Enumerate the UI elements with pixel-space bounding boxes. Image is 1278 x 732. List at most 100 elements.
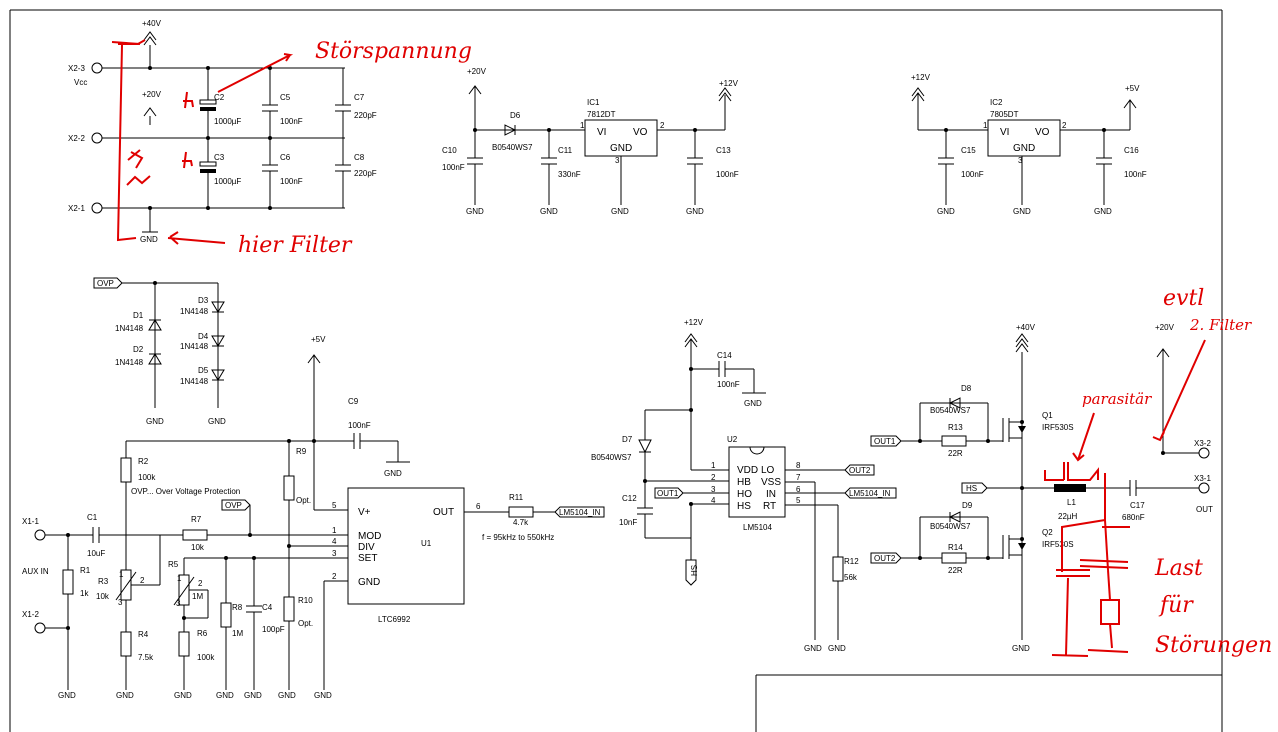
d4-name: D4 bbox=[198, 332, 209, 341]
r3-pin3: 3 bbox=[118, 598, 123, 607]
u1-name: U1 bbox=[421, 539, 432, 548]
u2-ho: HO bbox=[737, 489, 752, 500]
r11-name: R11 bbox=[509, 493, 524, 502]
r1-name: R1 bbox=[80, 566, 91, 575]
d8-value: B0540WS7 bbox=[930, 406, 971, 415]
gnd-input: GND bbox=[140, 235, 158, 244]
d6-name: D6 bbox=[510, 111, 521, 120]
ovp-tag-2: OVP bbox=[225, 501, 242, 510]
gnd-c13: GND bbox=[686, 207, 704, 216]
c17-value: 680nF bbox=[1122, 513, 1145, 522]
r8-name: R8 bbox=[232, 603, 243, 612]
c7-value: 220pF bbox=[354, 111, 377, 120]
c11-value: 330nF bbox=[558, 170, 581, 179]
r1-value: 1k bbox=[80, 589, 89, 598]
out1-tag-driver: OUT1 bbox=[657, 489, 679, 498]
connector-x2-2 bbox=[91, 132, 103, 144]
r3-pin2: 2 bbox=[140, 576, 145, 585]
u1-mod: MOD bbox=[358, 531, 381, 542]
rail-12v-reg1: +12V bbox=[719, 79, 739, 88]
u1-out: OUT bbox=[433, 507, 454, 518]
net-lm5104-in-driver: LM5104_IN bbox=[849, 489, 891, 498]
net-lm5104-in-out: LM5104_IN bbox=[559, 508, 601, 517]
gnd-r8: GND bbox=[216, 691, 234, 700]
gnd-c16: GND bbox=[1094, 207, 1112, 216]
regulator-5v-section: +12V C15 100nF GND IC2 7805DT VI VO GND … bbox=[911, 73, 1147, 216]
note-stoerspannung: Störspannung bbox=[315, 39, 472, 64]
note-2-filter: 2. Filter bbox=[1189, 316, 1252, 334]
note-fuer: für bbox=[1158, 593, 1194, 618]
d6-value: B0540WS7 bbox=[492, 143, 533, 152]
gnd-c14: GND bbox=[744, 399, 762, 408]
q1-name: Q1 bbox=[1042, 411, 1053, 420]
d1-name: D1 bbox=[133, 311, 144, 320]
r5-pin3: 3 bbox=[176, 599, 181, 608]
d8-name: D8 bbox=[961, 384, 972, 393]
gnd-r10: GND bbox=[278, 691, 296, 700]
ic2-pin1: 1 bbox=[983, 121, 988, 130]
label-x3-2: X3-2 bbox=[1194, 439, 1211, 448]
u2-rt: RT bbox=[763, 501, 776, 512]
gnd-r4: GND bbox=[116, 691, 134, 700]
ic1-pin3: 3 bbox=[615, 156, 620, 165]
r9-value: Opt. bbox=[296, 496, 311, 505]
c15-value: 100nF bbox=[961, 170, 984, 179]
bridge-section: +40V GND Q1 IRF530S OUT1 R13 22R D8 B054… bbox=[870, 323, 1213, 653]
r11-value: 4.7k bbox=[513, 518, 529, 527]
u1-pin2: 2 bbox=[332, 572, 337, 581]
gnd-c9: GND bbox=[384, 469, 402, 478]
u2-pin5: 5 bbox=[796, 496, 801, 505]
c17-name: C17 bbox=[1130, 501, 1145, 510]
gnd-vss: GND bbox=[804, 644, 822, 653]
c10-value: 100nF bbox=[442, 163, 465, 172]
rail-20v-mid: +20V bbox=[142, 90, 162, 99]
r2-value: 100k bbox=[138, 473, 156, 482]
gnd-c10: GND bbox=[466, 207, 484, 216]
r5-pin1: 1 bbox=[177, 574, 182, 583]
ic1-name: IC1 bbox=[587, 98, 600, 107]
c12-name: C12 bbox=[622, 494, 637, 503]
u1-pin5: 5 bbox=[332, 501, 337, 510]
gnd-c15: GND bbox=[937, 207, 955, 216]
r10-name: R10 bbox=[298, 596, 313, 605]
c2-value: 1000µF bbox=[214, 117, 241, 126]
d7-name: D7 bbox=[622, 435, 633, 444]
r3-value: 10k bbox=[96, 592, 110, 601]
input-filter-section: X2-3 Vcc X2-2 X2-1 +40V +20V GND C2 1000… bbox=[68, 19, 377, 244]
r10-value: Opt. bbox=[298, 619, 313, 628]
label-x1-1: X1-1 bbox=[22, 517, 39, 526]
d7-value: B0540WS7 bbox=[591, 453, 632, 462]
l1-value: 22µH bbox=[1058, 512, 1078, 521]
u2-pin3: 3 bbox=[711, 485, 716, 494]
c12-value: 10nF bbox=[619, 518, 637, 527]
r8-value: 1M bbox=[232, 629, 243, 638]
u2-vss: VSS bbox=[761, 477, 781, 488]
c1-name: C1 bbox=[87, 513, 98, 522]
gnd-d2: GND bbox=[146, 417, 164, 426]
ic1-vo: VO bbox=[633, 127, 648, 138]
c5-value: 100nF bbox=[280, 117, 303, 126]
r6-name: R6 bbox=[197, 629, 208, 638]
r5-value: 1M bbox=[192, 592, 203, 601]
r14-value: 22R bbox=[948, 566, 963, 575]
c6-value: 100nF bbox=[280, 177, 303, 186]
label-vcc: Vcc bbox=[74, 78, 87, 87]
ic2-vo: VO bbox=[1035, 127, 1050, 138]
u1-div: DIV bbox=[358, 542, 375, 553]
gnd-d5: GND bbox=[208, 417, 226, 426]
r13-name: R13 bbox=[948, 423, 963, 432]
d5-value: 1N4148 bbox=[180, 377, 209, 386]
note-stoerungen: Störungen bbox=[1155, 633, 1272, 658]
d2-name: D2 bbox=[133, 345, 144, 354]
r13-value: 22R bbox=[948, 449, 963, 458]
c1-value: 10uF bbox=[87, 549, 105, 558]
label-aux: AUX IN bbox=[22, 567, 49, 576]
r5-name: R5 bbox=[168, 560, 179, 569]
rail-12v-driver: +12V bbox=[684, 318, 704, 327]
c8-name: C8 bbox=[354, 153, 365, 162]
u2-pin4: 4 bbox=[711, 496, 716, 505]
ic2-vi: VI bbox=[1000, 127, 1009, 138]
r4-value: 7.5k bbox=[138, 653, 154, 662]
note-hier-filter: hier Filter bbox=[238, 233, 353, 258]
gnd-c11: GND bbox=[540, 207, 558, 216]
